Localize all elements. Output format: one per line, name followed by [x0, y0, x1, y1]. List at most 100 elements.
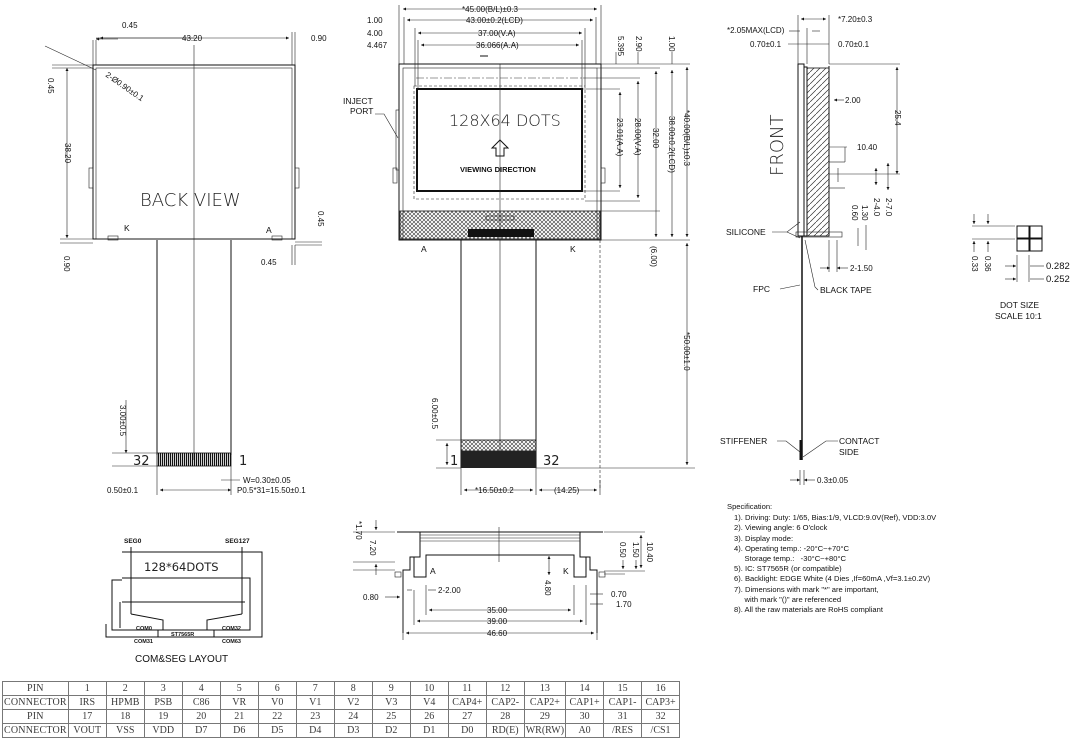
pin-cell: 11 — [447, 681, 487, 696]
pin-assignment-table: PIN 1 2 3 4 5 6 7 8 9 10 11 12 13 14 15 … — [2, 681, 681, 738]
connector-cell: CAP1+ — [565, 695, 605, 710]
connector-cell: VSS — [105, 723, 145, 738]
inject-port-label-2: PORT — [350, 106, 373, 116]
back-label-k: K — [124, 223, 130, 233]
dim-side-2-70: 2-7.0 — [884, 198, 893, 217]
dim-bottom-070: 0.70 — [611, 590, 627, 599]
connector-cell: CAP2- — [485, 695, 525, 710]
dim-dot-h2: 0.252 — [1046, 274, 1070, 285]
connector-cell: V3 — [371, 695, 411, 710]
pin-cell: 9 — [371, 681, 411, 696]
dim-bottom-2-200: 2-2.00 — [438, 586, 461, 595]
spec-item: 2). Viewing angle: 6 O'clock — [734, 523, 828, 533]
pin-cell: 10 — [409, 681, 449, 696]
com32-label: COM32 — [222, 626, 241, 632]
connector-cell: D2 — [371, 723, 411, 738]
pin-cell: 6 — [257, 681, 297, 696]
connector-cell: C86 — [181, 695, 221, 710]
pin-cell: 7 — [295, 681, 335, 696]
spec-item: 3). Display mode: — [734, 533, 794, 543]
connector-cell: V1 — [295, 695, 335, 710]
spec-item: 6). Backlight: EDGE White (4 Dies ,If=60… — [734, 574, 931, 584]
com63-label: COM63 — [222, 639, 241, 645]
seg0-label: SEG0 — [124, 538, 142, 545]
connector-cell: V2 — [333, 695, 373, 710]
front-dots-label: 128X64 DOTS — [449, 111, 561, 130]
connector-cell: V0 — [257, 695, 297, 710]
com-seg-dots: 128*64DOTS — [144, 560, 219, 574]
pin-cell: 1 — [67, 681, 107, 696]
dim-side-060: 0.60 — [850, 205, 859, 221]
contact-side-label-2: SIDE — [839, 447, 859, 457]
stiffener-label: STIFFENER — [720, 436, 767, 446]
specification-title: Specification: — [727, 502, 773, 511]
bottom-label-k: K — [563, 566, 569, 576]
connector-cell: D3 — [333, 723, 373, 738]
front-label-a: A — [421, 244, 427, 254]
seg127-label: SEG127 — [225, 538, 250, 545]
pin-cell: 3 — [143, 681, 183, 696]
dim-dot-v2: 0.36 — [983, 256, 992, 272]
dim-v-290: 2.90 — [634, 36, 643, 52]
inject-port-label: INJECT — [343, 96, 373, 106]
back-view: 0.45 43.20 0.90 2-Ø0.90±0.1 0.45 38.20 0… — [44, 21, 327, 495]
pin-cell: 24 — [333, 709, 373, 724]
pin-cell: 16 — [641, 681, 681, 696]
dim-bl-height: *40.00(B/L)±0.3 — [682, 110, 691, 167]
table-row-connector-2: CONNECTOR VOUT VSS VDD D7 D6 D5 D4 D3 D2… — [2, 723, 681, 738]
dim-bottom-4660: 46.60 — [487, 629, 508, 638]
connector-cell: D4 — [295, 723, 335, 738]
row-header-pin: PIN — [2, 709, 69, 724]
bottom-view: *1.70 7.20 0.80 2-2.00 4.80 35.00 39.00 … — [353, 520, 654, 640]
black-tape-label: BLACK TAPE — [820, 285, 872, 295]
table-row-pins-1: PIN 1 2 3 4 5 6 7 8 9 10 11 12 13 14 15 … — [2, 681, 681, 696]
dim-side-254: 25.4 — [893, 110, 902, 126]
connector-cell: D6 — [219, 723, 259, 738]
dim-back-hole: 2-Ø0.90±0.1 — [104, 70, 146, 103]
dim-back-bottom-right: 0.45 — [261, 258, 277, 267]
dim-back-pitch: P0.5*31=15.50±0.1 — [237, 486, 306, 495]
connector-cell: A0 — [565, 723, 605, 738]
dim-v-100: 1.00 — [667, 36, 676, 52]
dim-off-4467: 4.467 — [367, 41, 388, 50]
dim-aa-height: 23.01(A.A) — [615, 118, 624, 157]
dim-side-200: 2.00 — [845, 96, 861, 105]
row-header-connector: CONNECTOR — [2, 695, 69, 710]
connector-cell: VDD — [143, 723, 183, 738]
pin-cell: 21 — [219, 709, 259, 724]
spec-item: 8). All the raw materials are RoHS compl… — [734, 605, 883, 615]
dim-bottom-050: 0.50 — [618, 542, 627, 558]
dim-side-2-150: 2-1.50 — [850, 264, 873, 273]
spec-item: 5). IC: ST7565R (or compatible) — [734, 564, 842, 574]
pin-cell: 27 — [447, 709, 487, 724]
pin-cell: 29 — [523, 709, 567, 724]
dim-back-bottom-left: 0.90 — [62, 256, 71, 272]
dim-side-1040: 10.40 — [857, 143, 878, 152]
connector-cell: D1 — [409, 723, 449, 738]
front-label-k: K — [570, 244, 576, 254]
bottom-label-a: A — [430, 566, 436, 576]
dim-bottom-170: *1.70 — [354, 521, 363, 540]
connector-cell: CAP4+ — [447, 695, 487, 710]
contact-side-label: CONTACT — [839, 436, 879, 446]
dim-side-glass-l: 0.70±0.1 — [750, 40, 782, 49]
back-view-title: BACK VIEW — [140, 190, 241, 211]
connector-cell: D5 — [257, 723, 297, 738]
dim-va-width: 37.00(V.A) — [478, 29, 516, 38]
pin-cell: 32 — [641, 709, 681, 724]
pin-cell: 25 — [371, 709, 411, 724]
spec-item: 4). Operating temp.: -20°C~+70°C — [734, 543, 849, 553]
pin-cell: 17 — [67, 709, 107, 724]
dim-back-width: 43.20 — [182, 34, 203, 43]
table-row-connector-1: CONNECTOR IRS HPMB PSB C86 VR V0 V1 V2 V… — [2, 695, 681, 710]
connector-cell: CAP1- — [603, 695, 643, 710]
dim-back-edge: 0.50±0.1 — [107, 486, 139, 495]
spec-item: Storage temp.: -30°C~+80°C — [734, 554, 847, 564]
pin-cell: 22 — [257, 709, 297, 724]
pin-cell: 23 — [295, 709, 335, 724]
dim-lcd-width: 43.00±0.2(LCD) — [466, 16, 523, 25]
connector-cell: VR — [219, 695, 259, 710]
pin-cell: 8 — [333, 681, 373, 696]
row-header-connector: CONNECTOR — [2, 723, 69, 738]
